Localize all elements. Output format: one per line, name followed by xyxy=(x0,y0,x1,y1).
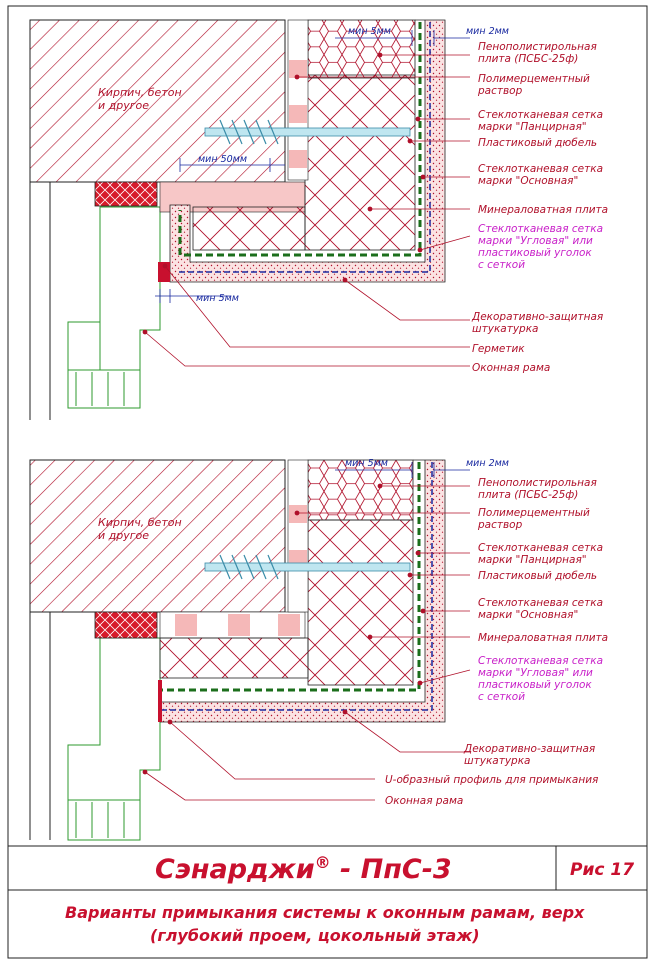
upper-callout-line: Полимерцементный xyxy=(478,73,590,85)
lower-callout-line: Оконная рама xyxy=(385,795,463,807)
lower-callout-line: марки "Основная" xyxy=(478,609,578,621)
upper-callout-label: Герметик xyxy=(472,343,525,355)
lower-callout-label: Оконная рама xyxy=(385,795,463,807)
upper-callout-line: марки "Основная" xyxy=(478,175,578,187)
lower-callout-line: Декоративно-защитная xyxy=(463,743,595,755)
lower-wall xyxy=(29,459,286,613)
upper-dim-min5b: мин 5мм xyxy=(196,293,239,304)
title-text: Сэнарджи® - ПпС-3 xyxy=(155,853,452,885)
upper-eps-board xyxy=(307,19,416,79)
lower-dim-min5: мин 5мм xyxy=(345,458,388,469)
upper-callout-line: марки "Панцирная" xyxy=(478,121,587,133)
lower-callout-line: штукатурка xyxy=(464,755,531,767)
upper-callout-line: пластиковый уголок xyxy=(478,247,592,259)
lower-callout-line: марки "Угловая" или xyxy=(478,667,593,679)
lower-dim-min2: мин 2мм xyxy=(466,458,509,469)
lower-callout-label: Минераловатная плита xyxy=(478,632,608,644)
upper-callout-line: плита (ПСБС-25ф) xyxy=(478,53,578,65)
lower-plastic-dowel xyxy=(204,554,411,580)
upper-callout-line: Стеклотканевая сетка xyxy=(478,163,603,175)
upper-callout-line: Пластиковый дюбель xyxy=(478,137,597,149)
upper-callout-line: Оконная рама xyxy=(472,362,550,374)
lower-callout-line: марки "Панцирная" xyxy=(478,554,587,566)
lower-callout-label: U-образный профиль для примыкания xyxy=(385,774,598,786)
subtitle-line-1: Варианты примыкания системы к оконным ра… xyxy=(65,903,585,922)
lower-callout-line: раствор xyxy=(477,519,523,531)
upper-callout-line: раствор xyxy=(477,85,523,97)
subtitle-line-2: (глубокий проем, цокольный этаж) xyxy=(150,926,480,945)
lower-callout-line: плита (ПСБС-25ф) xyxy=(478,489,578,501)
upper-callout-line: Декоративно-защитная xyxy=(471,311,603,323)
lower-callout-line: Пенополистирольная xyxy=(478,477,597,489)
lower-window-frame xyxy=(67,637,161,841)
upper-callout-line: Пенополистирольная xyxy=(478,41,597,53)
upper-callout-line: Стеклотканевая сетка xyxy=(478,223,603,235)
lower-callout-line: Стеклотканевая сетка xyxy=(478,597,603,609)
upper-detail: мин 5мм мин 2мм мин 50мм мин 5мм Кирпич,… xyxy=(29,19,608,420)
upper-callout-line: Герметик xyxy=(472,343,525,355)
upper-callout-label: Оконная рама xyxy=(472,362,550,374)
lower-callout-line: Полимерцементный xyxy=(478,507,590,519)
upper-callout-line: штукатурка xyxy=(472,323,539,335)
upper-callout-line: марки "Угловая" или xyxy=(478,235,593,247)
upper-callout-label: Пластиковый дюбель xyxy=(478,137,597,149)
lower-callout-line: Минераловатная плита xyxy=(478,632,608,644)
upper-callout-line: Минераловатная плита xyxy=(478,204,608,216)
upper-mineral-wool xyxy=(304,74,416,251)
upper-callout-label: Минераловатная плита xyxy=(478,204,608,216)
lower-callout-line: U-образный профиль для примыкания xyxy=(385,774,598,786)
upper-callout-line: Стеклотканевая сетка xyxy=(478,109,603,121)
lower-callout-line: Пластиковый дюбель xyxy=(478,570,597,582)
upper-dim-min5: мин 5мм xyxy=(348,26,391,37)
upper-callout-line: с сеткой xyxy=(478,259,525,271)
lower-callout-line: Стеклотканевая сетка xyxy=(478,542,603,554)
lower-mineral-wool xyxy=(307,519,414,686)
lower-callout-line: пластиковый уголок xyxy=(478,679,592,691)
upper-window-frame xyxy=(67,206,161,409)
lower-callout-label: Пластиковый дюбель xyxy=(478,570,597,582)
title-block: Сэнарджи® - ПпС-3 Рис 17 Варианты примык… xyxy=(8,845,647,945)
lower-callout-line: Стеклотканевая сетка xyxy=(478,655,603,667)
lower-callout-line: с сеткой xyxy=(478,691,525,703)
upper-dim-min50: мин 50мм xyxy=(198,154,247,165)
figure-number: Рис 17 xyxy=(570,860,634,880)
lower-eps-board xyxy=(307,459,414,521)
upper-plastic-dowel xyxy=(204,119,411,145)
upper-wall xyxy=(29,19,286,183)
upper-dim-min2: мин 2мм xyxy=(466,26,509,37)
